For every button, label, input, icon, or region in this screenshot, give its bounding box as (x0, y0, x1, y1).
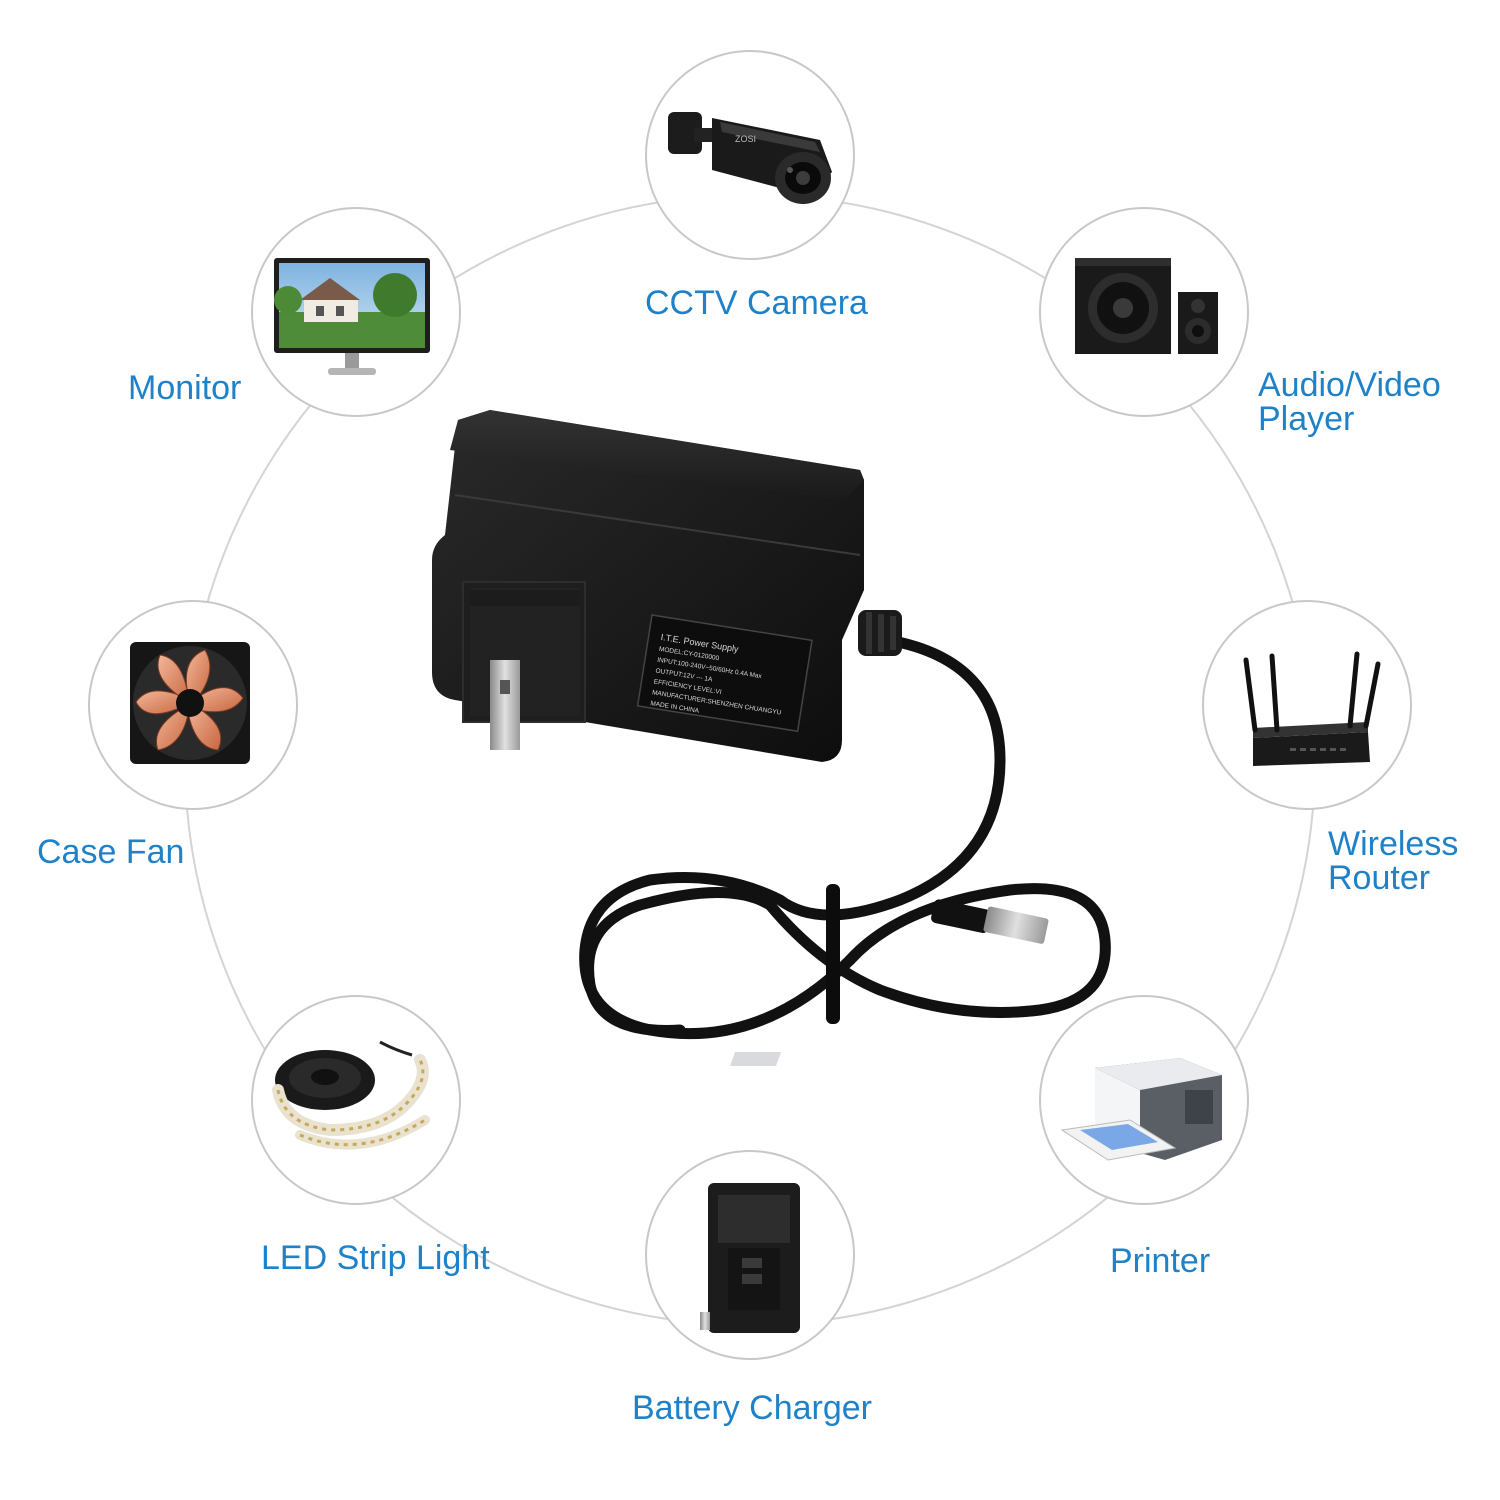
device-node-fan (88, 600, 298, 810)
power-adapter: I.T.E. Power SupplyMODEL:CY-0120000INPUT… (432, 410, 1111, 1040)
spec-label: I.T.E. Power SupplyMODEL:CY-0120000INPUT… (636, 614, 813, 733)
dc-barrel-plug (931, 899, 1049, 944)
svg-text:ZOSI: ZOSI (735, 134, 756, 144)
label-monitor: Monitor (128, 369, 242, 407)
label-battery-charger: Battery Charger (632, 1389, 872, 1427)
dc-cable (579, 634, 1111, 1040)
label-line: Player (1258, 400, 1355, 438)
device-node-led (251, 995, 461, 1205)
cctv-camera-icon: ZOSI (668, 112, 832, 204)
device-node-cctv: ZOSI (645, 50, 855, 260)
label-line: Wireless (1328, 825, 1459, 863)
device-node-router (1202, 600, 1412, 810)
label-line: Audio/Video (1258, 366, 1441, 404)
label-led-strip-light: LED Strip Light (261, 1239, 490, 1277)
printer-icon (730, 1052, 1222, 1161)
adapter-strain-relief (858, 610, 902, 656)
device-node-monitor (251, 207, 461, 417)
label-printer: Printer (1110, 1242, 1211, 1280)
battery-charger-icon (700, 1183, 800, 1333)
device-node-charger (645, 1150, 855, 1360)
device-node-av (1039, 207, 1249, 417)
device-circle (1202, 600, 1412, 810)
speaker-icon (1075, 258, 1218, 354)
case-fan-icon (130, 642, 250, 764)
label-audio-video-player: Audio/Video Player (1258, 368, 1441, 436)
device-node-printer (730, 995, 1249, 1205)
led-strip-icon (272, 1040, 430, 1150)
label-line: Router (1328, 859, 1431, 897)
label-case-fan: Case Fan (37, 833, 185, 871)
monitor-icon (274, 258, 430, 375)
plug-prong (490, 660, 520, 750)
label-cctv-camera: CCTV Camera (645, 284, 868, 322)
label-wireless-router: Wireless Router (1328, 827, 1458, 895)
router-icon (1243, 651, 1381, 766)
cable-tie (826, 884, 840, 1024)
